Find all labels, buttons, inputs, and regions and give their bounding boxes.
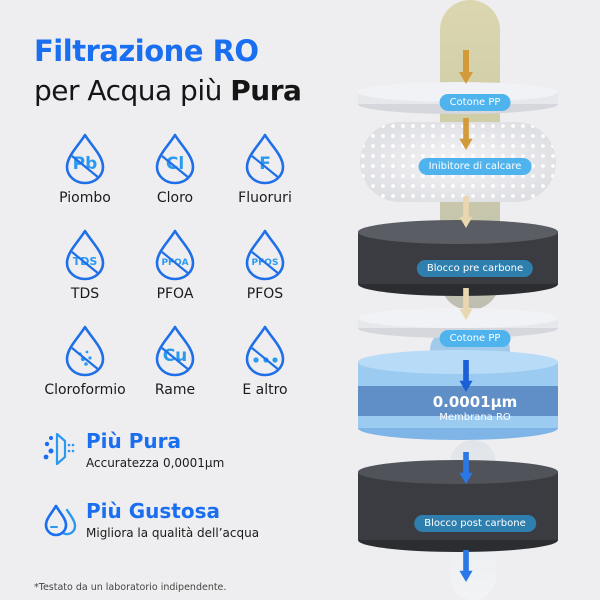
chlorine-drop-icon: Cl	[155, 133, 195, 185]
contaminant-item: E altro	[220, 324, 310, 398]
contaminant-label: PFOS	[246, 286, 284, 302]
contaminant-item: Cl Cloro	[130, 132, 220, 206]
pre-carbon-block	[358, 220, 558, 296]
water-drops-icon	[44, 504, 77, 537]
ro-rating: 0.0001µm	[432, 393, 518, 411]
feature-subtitle: Accuratezza 0,0001µm	[86, 456, 225, 470]
stage-label: Cotone PP	[439, 330, 511, 347]
more-drop-icon	[245, 325, 285, 377]
contaminant-label: Cloro	[156, 190, 194, 206]
tds-drop-icon: TDS	[65, 229, 105, 281]
title-line-2-regular: per Acqua più	[34, 74, 231, 107]
arrow-down-icon	[459, 288, 473, 320]
contaminant-item: PFOA PFOA	[130, 228, 220, 302]
contaminant-grid: Pb Piombo Cl Cloro F Fluoruri TDS TDS PF…	[40, 132, 310, 398]
fluoride-drop-icon: F	[245, 133, 285, 185]
pfoa-drop-icon: PFOA	[155, 229, 195, 281]
arrow-down-icon	[459, 360, 473, 392]
filter-particles-icon	[43, 432, 75, 466]
ro-label: Membrana RO	[439, 412, 511, 423]
arrow-down-icon	[459, 452, 473, 484]
post-carbon-block	[358, 460, 558, 552]
contaminant-symbol: Cu	[163, 346, 188, 366]
title-line-2: per Acqua più Pura	[34, 74, 302, 107]
contaminant-label: Piombo	[59, 190, 111, 206]
contaminant-label: Rame	[154, 382, 196, 398]
pfos-drop-icon: PFOS	[245, 229, 285, 281]
arrow-down-icon	[459, 118, 473, 150]
stage-label: Cotone PP	[439, 94, 511, 111]
contaminant-label: Fluoruri	[238, 190, 292, 206]
feature-more-pure: Più Pura Accuratezza 0,0001µm	[42, 430, 224, 470]
arrow-down-icon	[459, 50, 473, 84]
ro-membrane	[358, 350, 558, 440]
stage-label: Blocco pre carbone	[416, 260, 534, 277]
contaminant-item: F Fluoruri	[220, 132, 310, 206]
arrow-down-icon	[459, 196, 473, 228]
feature-title: Più Pura	[86, 429, 181, 453]
contaminant-symbol: Pb	[73, 154, 98, 174]
footnote: *Testato da un laboratorio indipendente.	[34, 582, 227, 593]
stage-label: Blocco post carbone	[414, 515, 536, 532]
stage-label: Inibitore di calcare	[418, 158, 532, 175]
feature-more-tasty: Più Gustosa Migliora la qualità dell’acq…	[42, 500, 259, 540]
contaminant-item: TDS TDS	[40, 228, 130, 302]
contaminant-item: Pb Piombo	[40, 132, 130, 206]
contaminant-item: PFOS PFOS	[220, 228, 310, 302]
contaminant-label: Cloroformio	[44, 382, 126, 398]
contaminant-symbol: F	[259, 154, 271, 174]
feature-title: Più Gustosa	[86, 499, 220, 523]
arrow-down-icon	[459, 550, 473, 582]
contaminant-label: TDS	[70, 286, 100, 302]
feature-subtitle: Migliora la qualità dell’acqua	[86, 526, 260, 540]
chloroform-drop-icon	[65, 325, 105, 377]
contaminant-label: PFOA	[156, 286, 194, 302]
copper-drop-icon: Cu	[155, 325, 195, 377]
filter-stack-illustration: Cotone PP Inibitore di calcare Blocco pr…	[350, 0, 600, 600]
title-line-2-bold: Pura	[230, 74, 302, 107]
contaminant-item: Cu Rame	[130, 324, 220, 398]
contaminant-label: E altro	[242, 382, 288, 398]
title-line-1: Filtrazione RO	[34, 34, 259, 68]
contaminant-item: Cloroformio	[40, 324, 130, 398]
lead-drop-icon: Pb	[65, 133, 105, 185]
